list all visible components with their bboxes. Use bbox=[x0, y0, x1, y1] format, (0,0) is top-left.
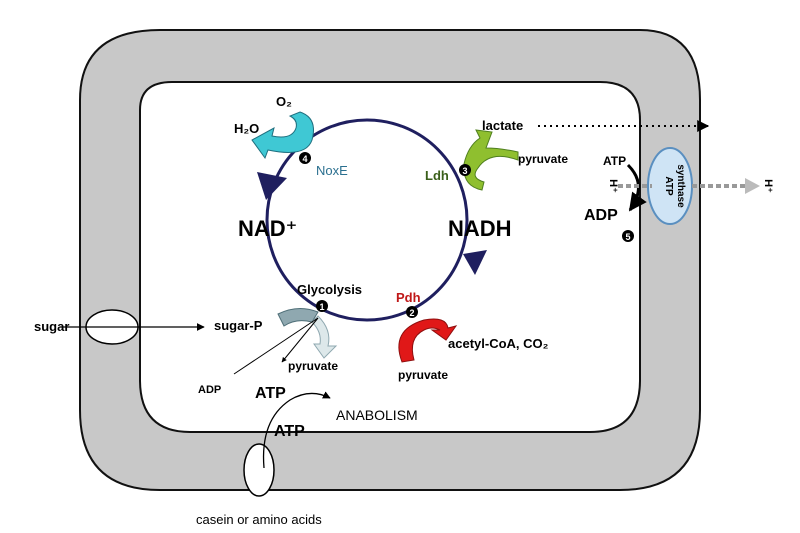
step-3-number: 3 bbox=[462, 166, 467, 176]
nad-plus-label: NAD⁺ bbox=[238, 216, 297, 241]
pyruvate-ldh-label: pyruvate bbox=[518, 152, 568, 166]
casein-label: casein or amino acids bbox=[196, 512, 322, 527]
atp-synthase-label-2: synthase bbox=[675, 164, 686, 208]
nadh-label: NADH bbox=[448, 216, 512, 241]
proton-out-label: H⁺ bbox=[762, 179, 774, 193]
noxe-label: NoxE bbox=[316, 163, 348, 178]
atp-glycolysis-label: ATP bbox=[255, 385, 286, 402]
proton-in-label: H⁺ bbox=[607, 179, 619, 193]
amino-acid-transporter bbox=[243, 443, 275, 497]
anabolism-label: ANABOLISM bbox=[336, 407, 418, 423]
step-2-number: 2 bbox=[409, 308, 414, 318]
step-3-badge bbox=[459, 164, 471, 176]
glycolysis-arrow-in bbox=[277, 308, 319, 327]
pdh-arrow bbox=[398, 318, 458, 363]
atp-synthase-adp-label: ADP bbox=[584, 207, 618, 224]
adp-line bbox=[233, 317, 319, 375]
step-5-number: 5 bbox=[625, 232, 630, 242]
pdh-label: Pdh bbox=[396, 290, 421, 305]
pyruvate-glycolysis-arrow bbox=[281, 317, 319, 363]
pyruvate-glycolysis-label: pyruvate bbox=[288, 359, 338, 373]
cycle-arrowhead-right bbox=[463, 250, 487, 275]
glycolysis-label: Glycolysis bbox=[297, 282, 362, 297]
step-4-number: 4 bbox=[302, 154, 307, 164]
cell-membrane bbox=[79, 29, 701, 491]
glycolysis-arrow-out bbox=[311, 315, 338, 359]
adp-glycolysis-label: ADP bbox=[198, 384, 221, 396]
atp-anabolism-label: ATP bbox=[274, 423, 305, 440]
o2-label: O₂ bbox=[276, 94, 292, 109]
cycle-arrowhead-left bbox=[257, 172, 287, 200]
pyruvate-pdh-label: pyruvate bbox=[398, 368, 448, 382]
acetyl-coa-label: acetyl-CoA, CO₂ bbox=[448, 336, 549, 351]
step-5-badge bbox=[622, 230, 634, 242]
ldh-label: Ldh bbox=[425, 168, 449, 183]
sugar-p-label: sugar-P bbox=[214, 318, 263, 333]
h2o-label: H₂O bbox=[234, 121, 259, 136]
anabolism-arrow bbox=[262, 391, 331, 469]
lactate-label: lactate bbox=[482, 118, 523, 133]
noxe-arrow bbox=[251, 111, 314, 160]
step-1-number: 1 bbox=[319, 302, 324, 312]
nad-cycle bbox=[265, 118, 469, 322]
atp-synthase-label-1: ATP bbox=[663, 176, 674, 196]
proton-flow-head bbox=[745, 178, 760, 194]
sugar-label: sugar bbox=[34, 319, 69, 334]
step-4-badge bbox=[299, 152, 311, 164]
ldh-arrow bbox=[463, 129, 519, 191]
step-2-badge bbox=[406, 306, 418, 318]
step-1-badge bbox=[316, 300, 328, 312]
atp-synthase-atp-label: ATP bbox=[603, 154, 626, 168]
